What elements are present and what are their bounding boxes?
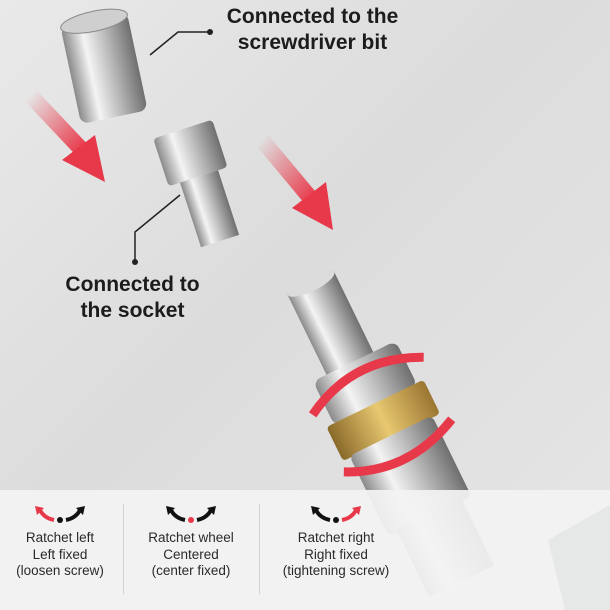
- divider: [259, 504, 260, 594]
- mode-ratchet-right: Ratchet right Right fixed (tightening sc…: [262, 490, 410, 610]
- ratchet-left-icon: [35, 506, 85, 523]
- leader-line-bit: [149, 31, 210, 56]
- ratchet-right-icon: [311, 506, 361, 523]
- ratchet-center-icon: [166, 506, 216, 523]
- mode-note: (tightening screw): [282, 563, 390, 578]
- divider: [123, 504, 124, 594]
- mode-title: Ratchet wheel: [148, 530, 234, 545]
- ratchet-modes-panel: Ratchet left Left fixed (loosen screw) R…: [0, 490, 610, 610]
- mode-ratchet-center: Ratchet wheel Centered (center fixed): [125, 490, 257, 610]
- label-line: Connected to the: [226, 5, 399, 28]
- label-bit-connection: Connected to the screwdriver bit: [205, 4, 420, 56]
- mode-subtitle: Left fixed: [32, 546, 88, 562]
- label-line: the socket: [80, 299, 185, 322]
- red-arrow-icon: [255, 134, 333, 230]
- mode-note: (center fixed): [151, 563, 231, 578]
- mode-ratchet-left: Ratchet left Left fixed (loosen screw): [0, 490, 120, 610]
- socket-adapter: [154, 120, 240, 248]
- mode-subtitle: Right fixed: [304, 546, 368, 562]
- red-arrow-icon: [24, 89, 105, 182]
- leader-line-socket: [134, 194, 181, 262]
- label-line: Connected to: [65, 273, 200, 296]
- mode-title: Ratchet left: [25, 530, 95, 545]
- mode-subtitle: Centered: [163, 546, 219, 562]
- label-line: screwdriver bit: [237, 31, 388, 54]
- socket: [60, 8, 147, 123]
- mode-title: Ratchet right: [297, 530, 375, 545]
- label-socket-connection: Connected to the socket: [40, 272, 225, 324]
- mode-note: (loosen screw): [16, 563, 104, 578]
